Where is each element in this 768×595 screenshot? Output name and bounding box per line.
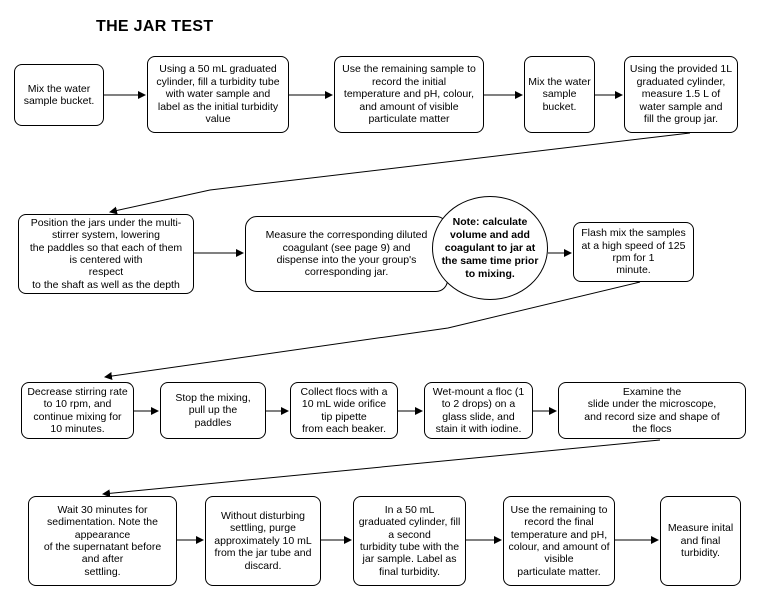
- step-position-jars: Position the jars under the multi- stirr…: [18, 214, 194, 294]
- step-text: Examine the slide under the microscope, …: [584, 385, 720, 435]
- connector-r3-r4: [102, 439, 661, 498]
- step-text: Mix the water sample bucket.: [23, 82, 95, 107]
- step-text: In a 50 mL graduated cylinder, fill a se…: [358, 503, 461, 578]
- note-calculate-volume: Note: calculate volume and add coagulant…: [432, 196, 548, 300]
- step-record-final-params: Use the remaining to record the final te…: [503, 496, 615, 586]
- step-text: Mix the water sample bucket.: [528, 75, 591, 113]
- step-text: Collect flocs with a 10 mL wide orifice …: [300, 385, 388, 435]
- step-text: Wait 30 minutes for sedimentation. Note …: [43, 503, 162, 578]
- step-measure-turbidity: Measure inital and final turbidity.: [660, 496, 741, 586]
- step-purge-jar-tube: Without disturbing settling, purge appro…: [205, 496, 321, 586]
- step-initial-turbidity: Using a 50 mL graduated cylinder, fill a…: [147, 56, 289, 133]
- step-text: Measure inital and final turbidity.: [667, 522, 734, 560]
- note-text: Note: calculate volume and add coagulant…: [441, 215, 539, 280]
- step-text: Use the remaining sample to record the i…: [342, 63, 476, 126]
- step-fill-group-jar: Using the provided 1L graduated cylinder…: [624, 56, 738, 133]
- step-text: Flash mix the samples at a high speed of…: [581, 227, 686, 277]
- connector-r2-r3: [104, 281, 641, 380]
- step-record-initial-params: Use the remaining sample to record the i…: [334, 56, 484, 133]
- step-text: Use the remaining to record the final te…: [508, 503, 610, 578]
- step-wait-sedimentation: Wait 30 minutes for sedimentation. Note …: [28, 496, 177, 586]
- step-mix-sample-bucket: Mix the water sample bucket.: [524, 56, 595, 133]
- step-mix-sample: Mix the water sample bucket.: [14, 64, 104, 126]
- step-collect-flocs: Collect flocs with a 10 mL wide orifice …: [290, 382, 398, 439]
- page-title: THE JAR TEST: [96, 18, 214, 35]
- step-text: Using the provided 1L graduated cylinder…: [629, 63, 733, 126]
- step-text: Using a 50 mL graduated cylinder, fill a…: [156, 63, 280, 126]
- step-stop-mixing: Stop the mixing, pull up the paddles: [160, 382, 266, 439]
- step-text: Measure the corresponding diluted coagul…: [265, 229, 428, 279]
- step-text: Position the jars under the multi- stirr…: [29, 216, 183, 291]
- step-text: Stop the mixing, pull up the paddles: [175, 391, 251, 429]
- step-text: Wet-mount a floc (1 to 2 drops) on a gla…: [432, 385, 525, 435]
- step-final-turbidity-tube: In a 50 mL graduated cylinder, fill a se…: [353, 496, 466, 586]
- step-text: Decrease stirring rate to 10 rpm, and co…: [27, 385, 128, 435]
- step-wet-mount: Wet-mount a floc (1 to 2 drops) on a gla…: [424, 382, 533, 439]
- connector-r1-r2: [109, 132, 691, 215]
- step-examine-slide: Examine the slide under the microscope, …: [558, 382, 746, 439]
- step-text: Without disturbing settling, purge appro…: [214, 509, 312, 572]
- step-measure-coagulant: Measure the corresponding diluted coagul…: [245, 216, 448, 292]
- step-decrease-stirring: Decrease stirring rate to 10 rpm, and co…: [21, 382, 134, 439]
- step-flash-mix: Flash mix the samples at a high speed of…: [573, 222, 694, 282]
